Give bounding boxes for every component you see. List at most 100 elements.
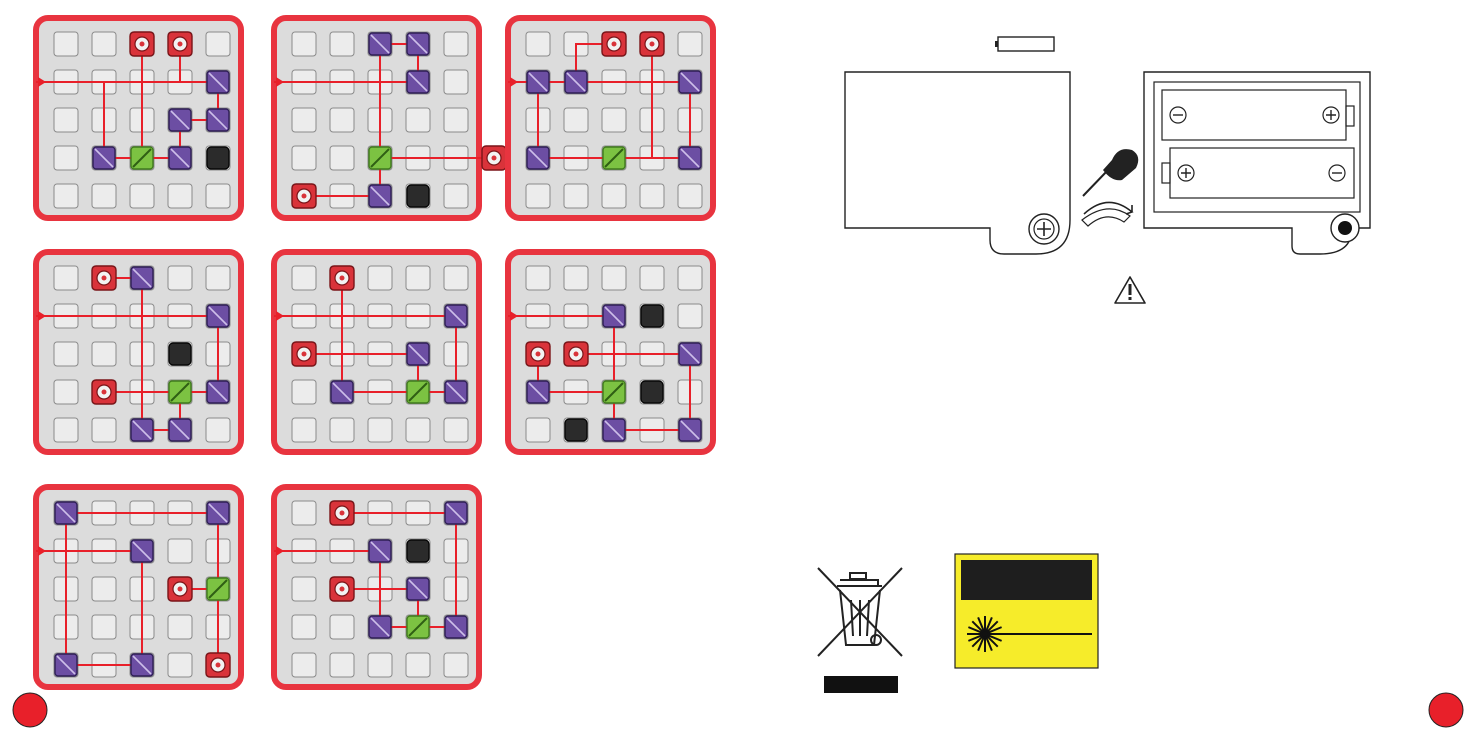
beam-splitter-piece	[603, 381, 625, 403]
target-piece	[168, 32, 192, 56]
board-cell	[444, 184, 468, 208]
puzzle-board	[36, 18, 241, 218]
mirror-piece	[445, 616, 467, 638]
board-cell	[330, 32, 354, 56]
laser-warning-label	[955, 554, 1098, 668]
mirror-piece	[169, 147, 191, 169]
curved-arrow-outline	[1082, 209, 1130, 226]
crossed-out-wheelie-bin-icon	[818, 568, 902, 656]
blocker-piece	[169, 343, 191, 365]
target-piece	[330, 266, 354, 290]
board-cell	[54, 342, 78, 366]
mirror-piece	[679, 343, 701, 365]
mirror-piece	[93, 147, 115, 169]
mirror-piece	[55, 502, 77, 524]
mirror-piece	[679, 419, 701, 441]
board-cell	[292, 266, 316, 290]
battery-section	[845, 37, 1370, 254]
blocker-piece	[407, 185, 429, 207]
board-cell	[564, 108, 588, 132]
mirror-piece	[445, 305, 467, 327]
beam-splitter-piece	[207, 578, 229, 600]
beam-splitter-piece	[369, 147, 391, 169]
board-cell	[564, 266, 588, 290]
screwdriver-icon	[1083, 149, 1138, 196]
page-number-left	[13, 693, 47, 727]
mirror-piece	[527, 381, 549, 403]
mirror-piece	[679, 71, 701, 93]
board-cell	[54, 184, 78, 208]
mirror-piece	[407, 578, 429, 600]
mirror-piece	[169, 109, 191, 131]
board-cell	[678, 32, 702, 56]
mirror-piece	[207, 71, 229, 93]
board-cell	[92, 184, 116, 208]
laser-label-black-bar	[961, 560, 1092, 600]
board-cell	[92, 342, 116, 366]
target-piece	[564, 342, 588, 366]
board-cell	[54, 266, 78, 290]
target-piece	[330, 501, 354, 525]
target-piece	[130, 32, 154, 56]
board-cell	[330, 146, 354, 170]
weee-black-bar	[824, 676, 898, 693]
board-cell	[602, 266, 626, 290]
board-cell	[54, 380, 78, 404]
mirror-piece	[369, 540, 391, 562]
board-cell	[526, 184, 550, 208]
mirror-piece	[55, 654, 77, 676]
blocker-piece	[641, 305, 663, 327]
board-cell	[368, 266, 392, 290]
mirror-piece	[527, 71, 549, 93]
board-cell	[368, 653, 392, 677]
board-cell	[406, 108, 430, 132]
board-cell	[330, 615, 354, 639]
board-cell	[444, 266, 468, 290]
target-piece	[482, 146, 506, 170]
target-piece	[92, 380, 116, 404]
warning-triangle-icon	[1115, 277, 1145, 303]
mirror-piece	[407, 33, 429, 55]
board-cell	[54, 32, 78, 56]
beam-splitter-piece	[407, 381, 429, 403]
board-cell	[168, 615, 192, 639]
board-cell	[168, 653, 192, 677]
board-cell	[292, 501, 316, 525]
board-cell	[444, 108, 468, 132]
board-cell	[444, 418, 468, 442]
mirror-piece	[207, 381, 229, 403]
puzzle-board	[36, 487, 241, 687]
battery-icon	[998, 37, 1054, 51]
mirror-piece	[207, 109, 229, 131]
board-cell	[564, 184, 588, 208]
board-cell	[54, 418, 78, 442]
board-cell	[292, 32, 316, 56]
board-cell	[406, 418, 430, 442]
beam-splitter-piece	[603, 147, 625, 169]
mirror-piece	[527, 147, 549, 169]
beam-splitter-piece	[407, 616, 429, 638]
mirror-piece	[407, 71, 429, 93]
mirror-piece	[369, 33, 391, 55]
puzzle-board	[508, 252, 713, 452]
mirror-piece	[445, 502, 467, 524]
board-cell	[678, 304, 702, 328]
battery-cover-closed	[845, 72, 1070, 254]
board-cell	[292, 418, 316, 442]
board-cell	[292, 653, 316, 677]
mirror-piece	[131, 267, 153, 289]
board-cell	[206, 418, 230, 442]
board-cell	[54, 108, 78, 132]
board-cell	[444, 70, 468, 94]
mirror-piece	[603, 305, 625, 327]
mirror-piece	[207, 502, 229, 524]
battery-icon-terminal	[995, 41, 998, 47]
board-cell	[602, 108, 626, 132]
board-cell	[406, 266, 430, 290]
puzzle-board	[274, 252, 479, 452]
mirror-piece	[331, 381, 353, 403]
board-cell	[206, 184, 230, 208]
board-cell	[640, 184, 664, 208]
mirror-piece	[445, 381, 467, 403]
